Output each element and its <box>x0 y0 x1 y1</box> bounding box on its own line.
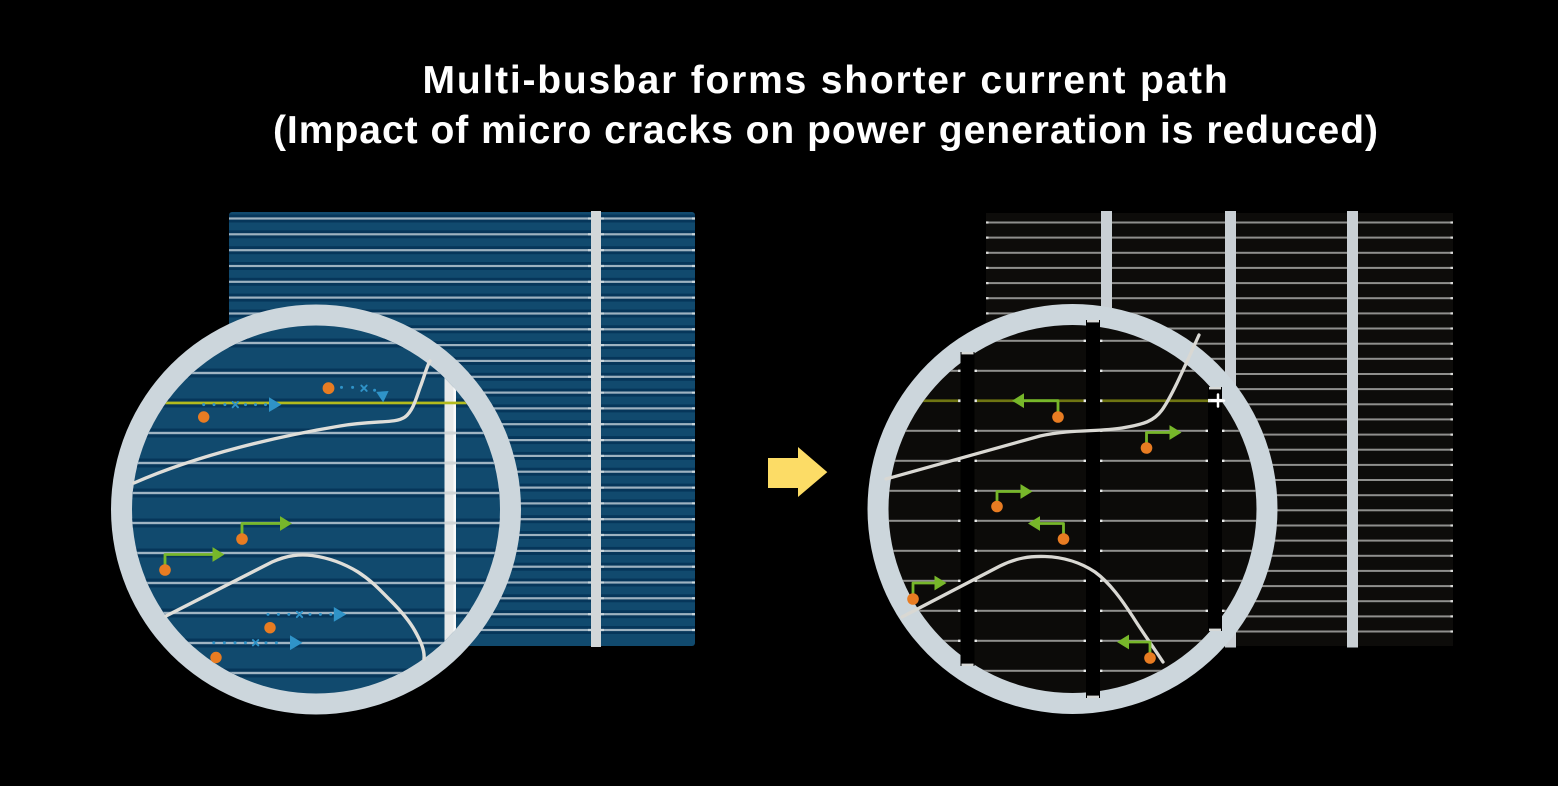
svg-text:Multi-busbar forms shorter cur: Multi-busbar forms shorter current path <box>423 59 1230 102</box>
svg-text:(Impact of micro cracks on pow: (Impact of micro cracks on power generat… <box>273 109 1379 152</box>
